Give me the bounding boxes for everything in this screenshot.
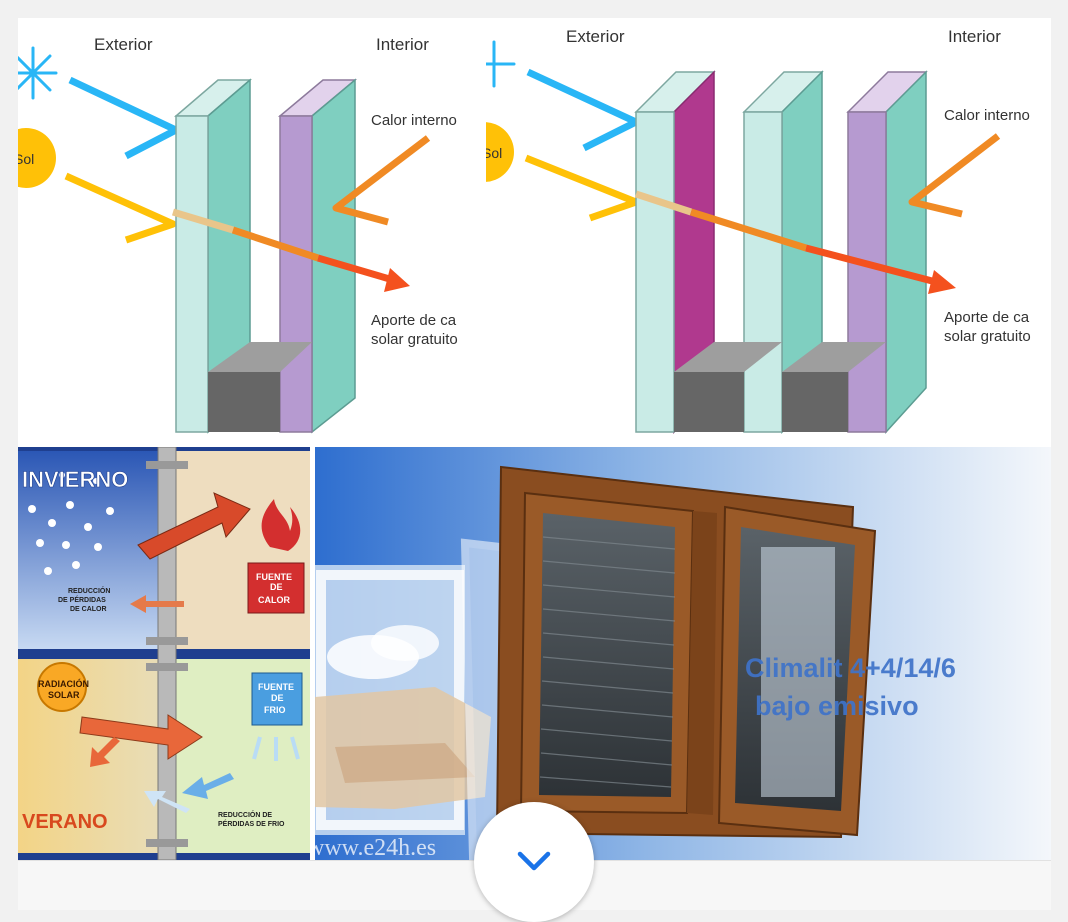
heat-loss-label-2: DE PÉRDIDAS [58, 595, 106, 604]
reflected-arrow [90, 737, 120, 767]
interior-label: Interior [948, 27, 1001, 46]
winter-label: INVIERNO [22, 467, 128, 492]
spacer-bar [208, 372, 280, 432]
product-text-2: bajo emisivo [755, 691, 919, 721]
glass-pane-inner [279, 115, 313, 433]
solar-label-2: SOLAR [48, 690, 80, 700]
heat-gain-label: Aporte de ca [371, 312, 457, 329]
heat-gain-label-2: solar gratuito [944, 328, 1031, 345]
glass-pane-3 [847, 111, 887, 433]
solar-arrow [64, 172, 177, 244]
spacer-bar-1 [674, 372, 744, 432]
product-text: Climalit 4+4/14/6 [745, 653, 956, 683]
glass-pane-2 [743, 111, 783, 433]
image-wooden-window[interactable]: Climalit 4+4/14/6 bajo emisivo www.e24h.… [315, 447, 1051, 860]
triple-glazing-diagram: Sol Exterior [486, 18, 1051, 447]
heat-source-label-2: DE [270, 582, 283, 592]
cold-loss-label: REDUCCIÓN DE [218, 810, 272, 819]
seasonal-insulation-diagram: INVIERNO REDUCCIÓN DE PÉRDIDAS DE CALOR … [18, 447, 310, 860]
sun-icon [486, 122, 514, 182]
cold-arrow [182, 773, 234, 799]
cold-source-label-3: FRIO [264, 705, 286, 715]
heat-loss-label: REDUCCIÓN [68, 586, 110, 595]
winter-exterior [18, 451, 163, 649]
heat-source-box [247, 562, 305, 614]
internal-heat-label: Calor interno [944, 107, 1030, 124]
glass-pane-outer [175, 115, 209, 433]
interior-label: Interior [376, 35, 429, 54]
snowfall [28, 472, 114, 575]
heat-loss-label-3: DE CALOR [70, 606, 107, 613]
sun-label: Sol [18, 151, 34, 167]
internal-heat-arrow [908, 133, 1001, 218]
heat-arrow [137, 492, 251, 560]
heat-gain-label-2: solar gratuito [371, 331, 458, 348]
expand-more-button[interactable] [474, 802, 594, 922]
chevron-down-icon [517, 851, 551, 871]
snowflake-icon [486, 40, 516, 88]
sun-icon [37, 662, 87, 712]
image-grid: Sol Exterior Interior [18, 18, 1051, 860]
cold-source-label: FUENTE [258, 682, 294, 692]
image-double-glazing[interactable]: Sol Exterior Interior [18, 18, 486, 447]
heat-source-label: FUENTE [256, 572, 292, 582]
image-triple-glazing[interactable]: Sol Exterior [486, 18, 1051, 447]
flame-icon [261, 499, 301, 551]
spacer-bar-2 [782, 372, 848, 432]
exterior-label: Exterior [94, 35, 153, 54]
sun-label: Sol [486, 145, 502, 161]
heat-gain-arrow [384, 268, 410, 292]
summer-label: VERANO [22, 811, 108, 833]
heat-gain-label: Aporte de ca [944, 309, 1030, 326]
solar-label: RADIACIÓN [38, 678, 89, 689]
internal-heat-arrow [332, 135, 431, 226]
exterior-label: Exterior [566, 27, 625, 46]
cold-source-box [251, 672, 303, 726]
glass-pane-1 [635, 111, 675, 433]
double-glazing-diagram: Sol Exterior Interior [18, 18, 486, 447]
cold-waves [252, 736, 300, 761]
snowflake-icon [18, 46, 58, 100]
heat-source-label-3: CALOR [258, 595, 290, 605]
image-seasonal-insulation[interactable]: INVIERNO REDUCCIÓN DE PÉRDIDAS DE CALOR … [18, 447, 310, 860]
cold-loss-label-2: PÉRDIDAS DE FRIO [218, 819, 285, 828]
wooden-window-photo: Climalit 4+4/14/6 bajo emisivo www.e24h.… [315, 447, 1051, 860]
solar-arrow [79, 714, 203, 760]
heat-gain-arrow [928, 270, 956, 294]
cold-source-label-2: DE [271, 693, 284, 703]
internal-heat-label: Calor interno [371, 112, 457, 129]
watermark-text: www.e24h.es [315, 835, 436, 860]
shutter-left [539, 513, 675, 797]
sun-icon [18, 128, 56, 188]
heat-loss-arrow [130, 595, 184, 613]
